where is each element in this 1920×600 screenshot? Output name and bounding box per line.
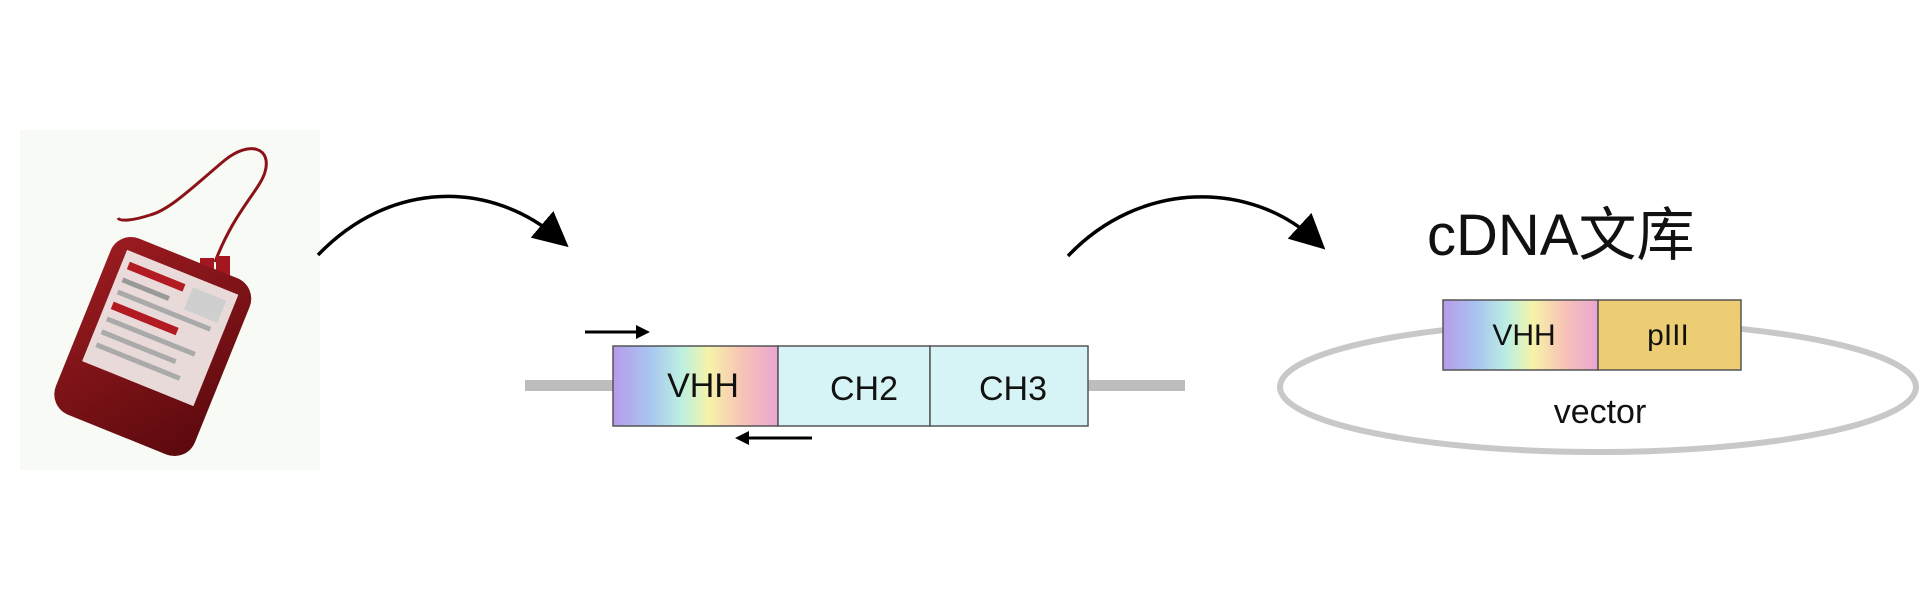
process-arrow-icon: [1066, 195, 1326, 258]
cdna-library: cDNA文库 VHH pIII vector: [1277, 203, 1919, 455]
piii-label: pIII: [1647, 319, 1689, 352]
piii-segment: [1597, 299, 1742, 371]
vhh-segment: [612, 345, 779, 427]
blood-bag-icon: [20, 130, 320, 470]
ch2-label: CH2: [830, 370, 898, 408]
dna-backbone-left: [525, 380, 615, 391]
ch3-label: CH3: [979, 370, 1047, 408]
ch2-segment: [777, 345, 931, 427]
vector-label: vector: [1554, 393, 1647, 431]
dna-backbone-right: [1088, 380, 1185, 391]
vhh-label: VHH: [667, 367, 739, 405]
library-vhh-label: VHH: [1492, 319, 1555, 352]
gene-construct: VHH CH2 CH3: [525, 325, 1185, 445]
library-vhh-segment: [1442, 299, 1599, 371]
ch3-segment: [929, 345, 1089, 427]
library-title: cDNA文库: [1427, 203, 1694, 268]
reverse-primer-icon: [735, 431, 812, 445]
forward-primer-icon: [585, 325, 650, 339]
process-arrow-icon: [316, 194, 569, 257]
